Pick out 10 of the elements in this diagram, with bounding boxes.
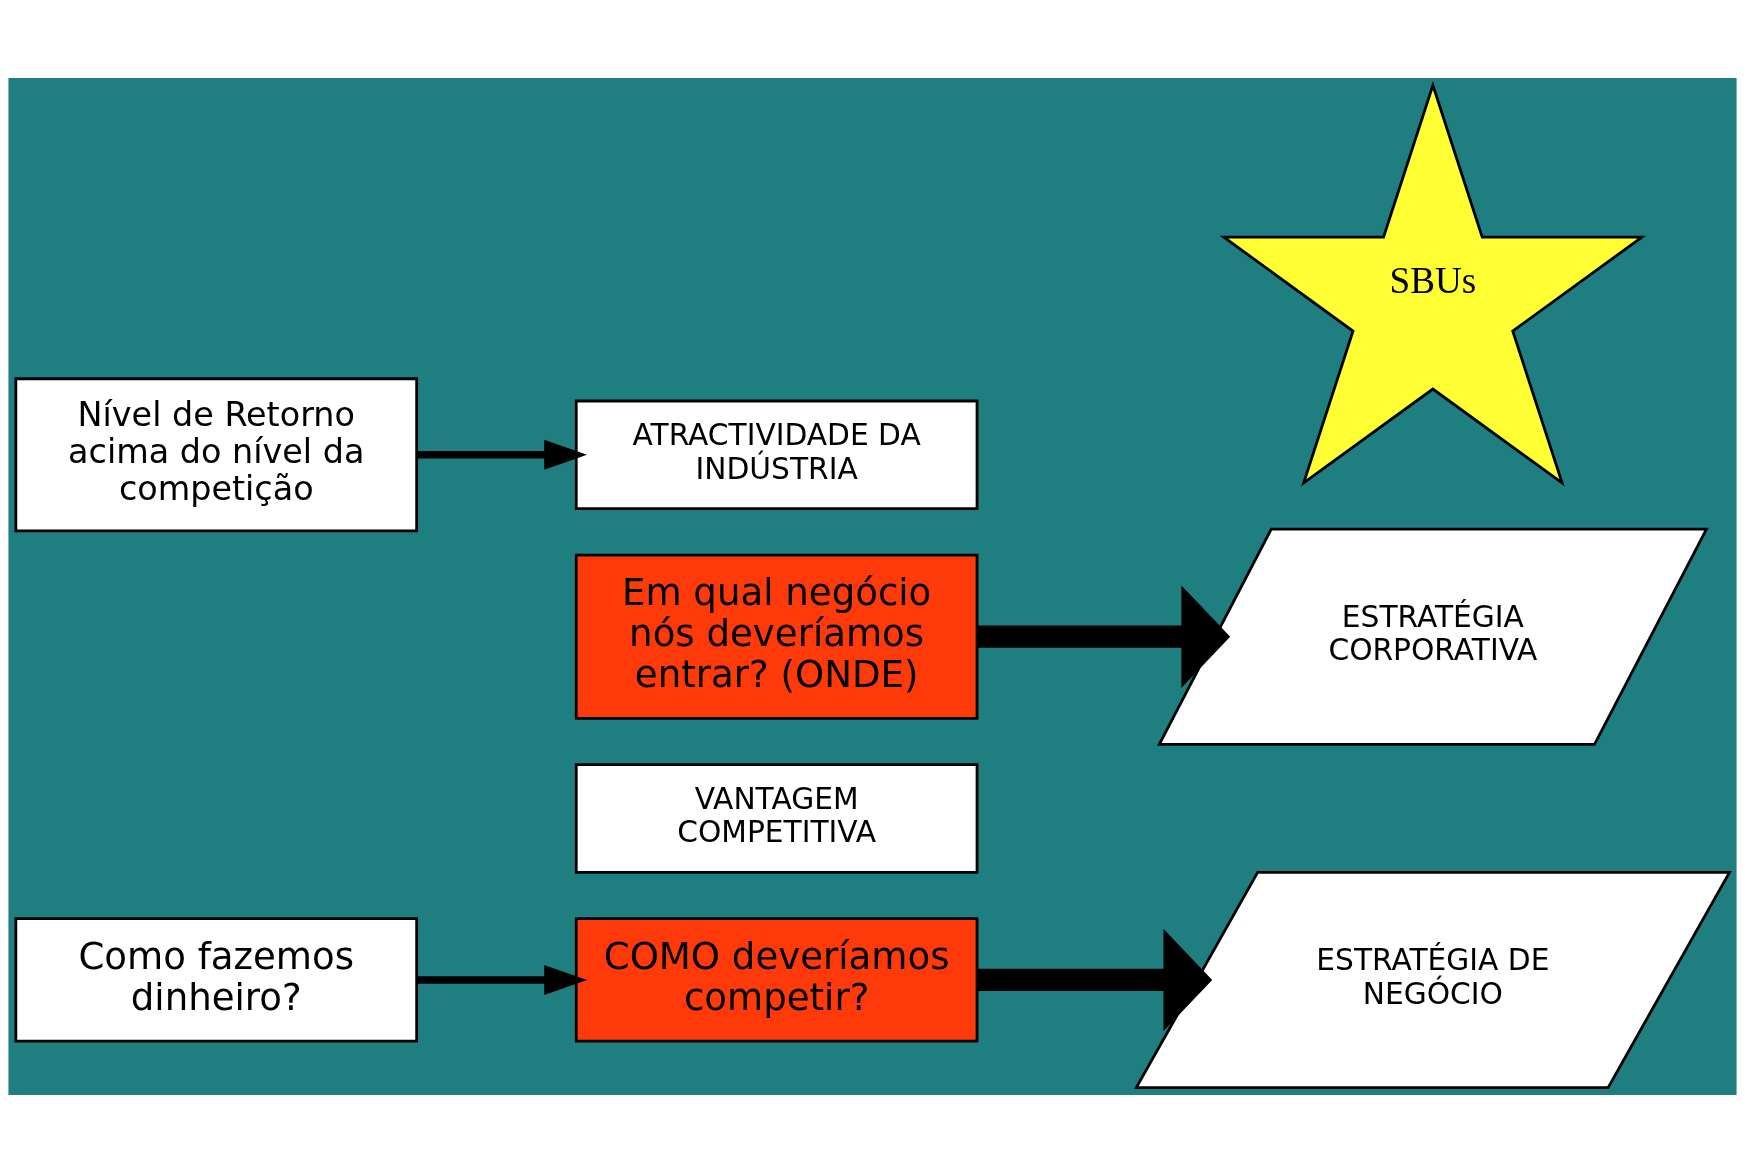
arrow <box>977 585 1231 688</box>
node-box: ATRACTIVIDADE DA INDÚSTRIA <box>574 399 979 510</box>
node-box: Nível de Retorno acima do nível da competição <box>14 377 419 533</box>
node-box: Em qual negócio nós deveríamos entrar? (ONDE) <box>574 553 979 720</box>
node-box: Como fazemos dinheiro? <box>14 917 419 1043</box>
arrow <box>416 965 587 995</box>
arrow <box>977 928 1213 1032</box>
arrow <box>416 439 587 470</box>
node-box: COMO deveríamos competir? <box>574 917 979 1043</box>
node-box: VANTAGEM COMPETITIVA <box>574 763 979 874</box>
